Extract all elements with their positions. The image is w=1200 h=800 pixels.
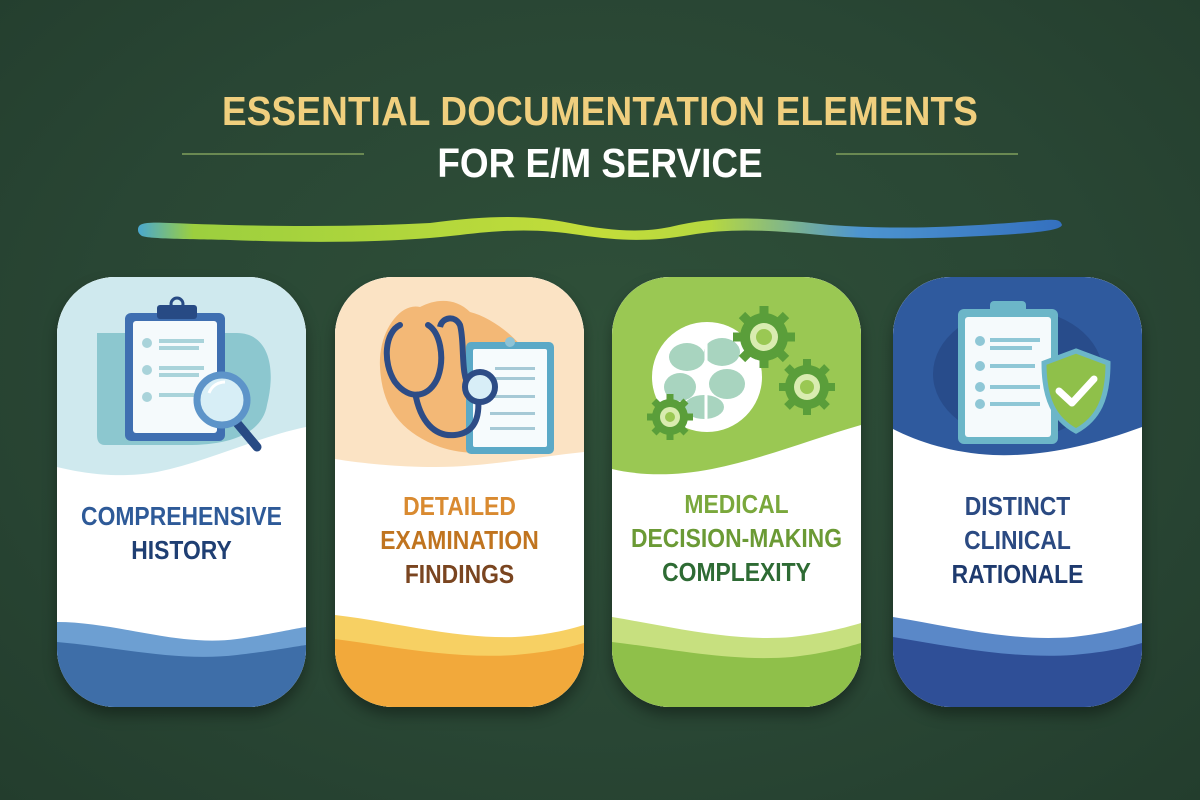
- gear-icon: [733, 306, 795, 368]
- card-label: DISTINCT CLINICAL RATIONALE: [893, 489, 1142, 591]
- card-label-line: FINDINGS: [404, 559, 515, 589]
- title-line-1: ESSENTIAL DOCUMENTATION ELEMENTS: [221, 88, 979, 134]
- title-line-2: FOR E/M SERVICE: [437, 140, 763, 186]
- card-label-line: MEDICAL: [684, 489, 789, 519]
- card-label-line: RATIONALE: [951, 559, 1084, 589]
- title-row-2: FOR E/M SERVICE: [0, 140, 1200, 190]
- clipboard-magnifier-icon: [97, 296, 271, 452]
- card-label-line: DECISION-MAKING: [630, 523, 843, 553]
- card-label-line: EXAMINATION: [380, 525, 539, 555]
- card-label: MEDICAL DECISION-MAKING COMPLEXITY: [612, 487, 861, 589]
- card-detailed-examination-findings: DETAILED EXAMINATION FINDINGS: [335, 277, 584, 707]
- title-right-rule: [836, 153, 1018, 155]
- card-medical-decision-making-complexity: MEDICAL DECISION-MAKING COMPLEXITY: [612, 277, 861, 707]
- card-label: DETAILED EXAMINATION FINDINGS: [335, 489, 584, 591]
- card-label: COMPREHENSIVE HISTORY: [57, 499, 306, 567]
- title-left-rule: [182, 153, 364, 155]
- card-label-line: CLINICAL: [964, 525, 1071, 555]
- clipboard-shield-check-icon: [933, 301, 1111, 444]
- card-comprehensive-history: COMPREHENSIVE HISTORY: [57, 277, 306, 707]
- card-label-line: DISTINCT: [964, 491, 1071, 521]
- card-distinct-clinical-rationale: DISTINCT CLINICAL RATIONALE: [893, 277, 1142, 707]
- card-label-line: COMPLEXITY: [662, 557, 811, 587]
- card-label-line: COMPREHENSIVE: [81, 501, 282, 531]
- brain-gears-icon: [647, 306, 835, 440]
- card-label-line: HISTORY: [131, 535, 232, 565]
- card-label-line: DETAILED: [403, 491, 516, 521]
- decorative-ribbon: [138, 217, 1062, 242]
- stethoscope-clipboard-icon: [379, 300, 554, 454]
